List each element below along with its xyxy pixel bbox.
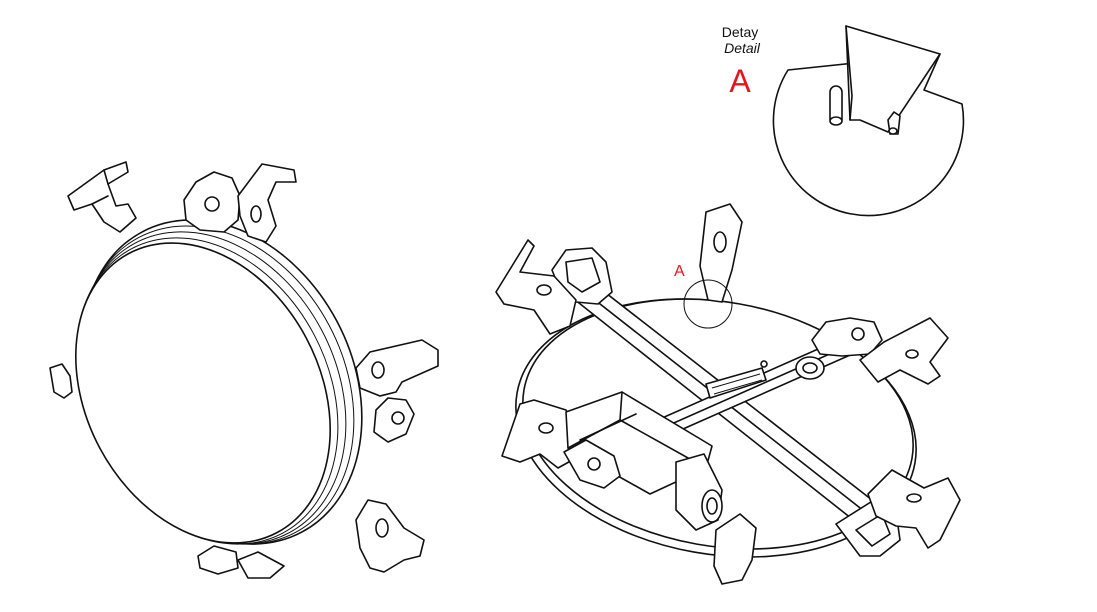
clip-top-rear [699,203,743,303]
clip-bottom [197,545,285,579]
right-assembly-view: A [495,203,961,585]
clip-left [49,363,73,399]
detail-title-tr: Detay [722,24,759,40]
left-assembly-view [49,161,439,579]
clip-right-rear [859,317,949,385]
lug-bottom-left-rear [563,439,621,489]
detail-title-en: Detail [724,40,761,56]
cable-socket [675,453,723,531]
detail-callout-circle [683,279,733,329]
lug-top [183,171,241,233]
clip-bottom-right [355,499,425,573]
clip-top-left [67,161,137,233]
lug-right [373,397,415,443]
clip-top-right [237,163,297,243]
clip-top-left-rear [495,239,577,335]
detail-letter: A [729,63,751,99]
callout-letter: A [674,263,685,280]
detail-a-view: Detay Detail A [722,24,965,217]
disc-face [75,242,331,544]
center-boss [795,356,825,380]
detail-clip-section [829,25,941,135]
clip-right [355,339,439,397]
clip-lower-right-rear [867,469,961,549]
clip-bottom-rear [713,513,757,585]
lug-right-rear [811,317,883,357]
detail-circle [772,53,965,217]
manufacturer-logo [705,360,768,399]
